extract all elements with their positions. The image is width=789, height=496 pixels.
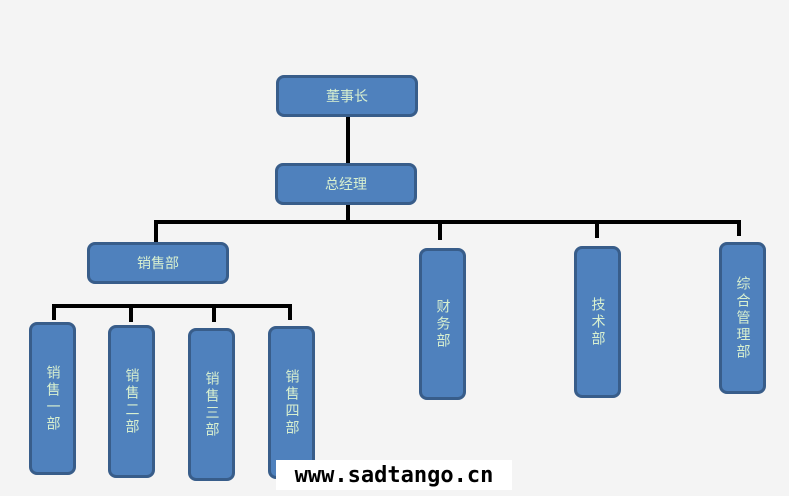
node-general-manager[interactable]: 总经理 <box>275 163 417 205</box>
connector-drop-sales <box>154 220 158 242</box>
connector-drop-tech <box>595 220 599 238</box>
node-sales-division-4[interactable]: 销售四部 <box>268 326 315 479</box>
connector-drop-finance <box>438 220 442 240</box>
node-finance-department[interactable]: 财务部 <box>419 248 466 400</box>
connector-drop-admin <box>737 220 741 236</box>
node-label: 总经理 <box>325 177 367 193</box>
node-sales-department[interactable]: 销售部 <box>87 242 229 284</box>
node-label: 财务部 <box>434 298 451 350</box>
watermark: www.sadtango.cn <box>276 460 512 490</box>
connector-drop-sales-1 <box>52 304 56 320</box>
node-admin-department[interactable]: 综合管理部 <box>719 242 766 394</box>
connector-gm-stem <box>346 204 350 222</box>
node-chairman[interactable]: 董事长 <box>276 75 418 117</box>
node-label: 技术部 <box>589 296 606 348</box>
connector-chairman-gm <box>346 116 350 164</box>
node-sales-division-2[interactable]: 销售二部 <box>108 325 155 478</box>
node-sales-division-1[interactable]: 销售一部 <box>29 322 76 475</box>
connector-departments-bar <box>154 220 741 224</box>
node-tech-department[interactable]: 技术部 <box>574 246 621 398</box>
node-label: 销售部 <box>137 256 179 272</box>
connector-drop-sales-3 <box>212 304 216 322</box>
node-label: 销售三部 <box>203 370 220 439</box>
connector-drop-sales-4 <box>288 304 292 320</box>
connector-sales-bar <box>52 304 292 308</box>
node-label: 销售二部 <box>123 367 140 436</box>
connector-drop-sales-2 <box>129 304 133 322</box>
node-sales-division-3[interactable]: 销售三部 <box>188 328 235 481</box>
node-label: 销售四部 <box>283 368 300 437</box>
node-label: 销售一部 <box>44 364 61 433</box>
node-label: 综合管理部 <box>734 275 751 361</box>
node-label: 董事长 <box>326 89 368 105</box>
